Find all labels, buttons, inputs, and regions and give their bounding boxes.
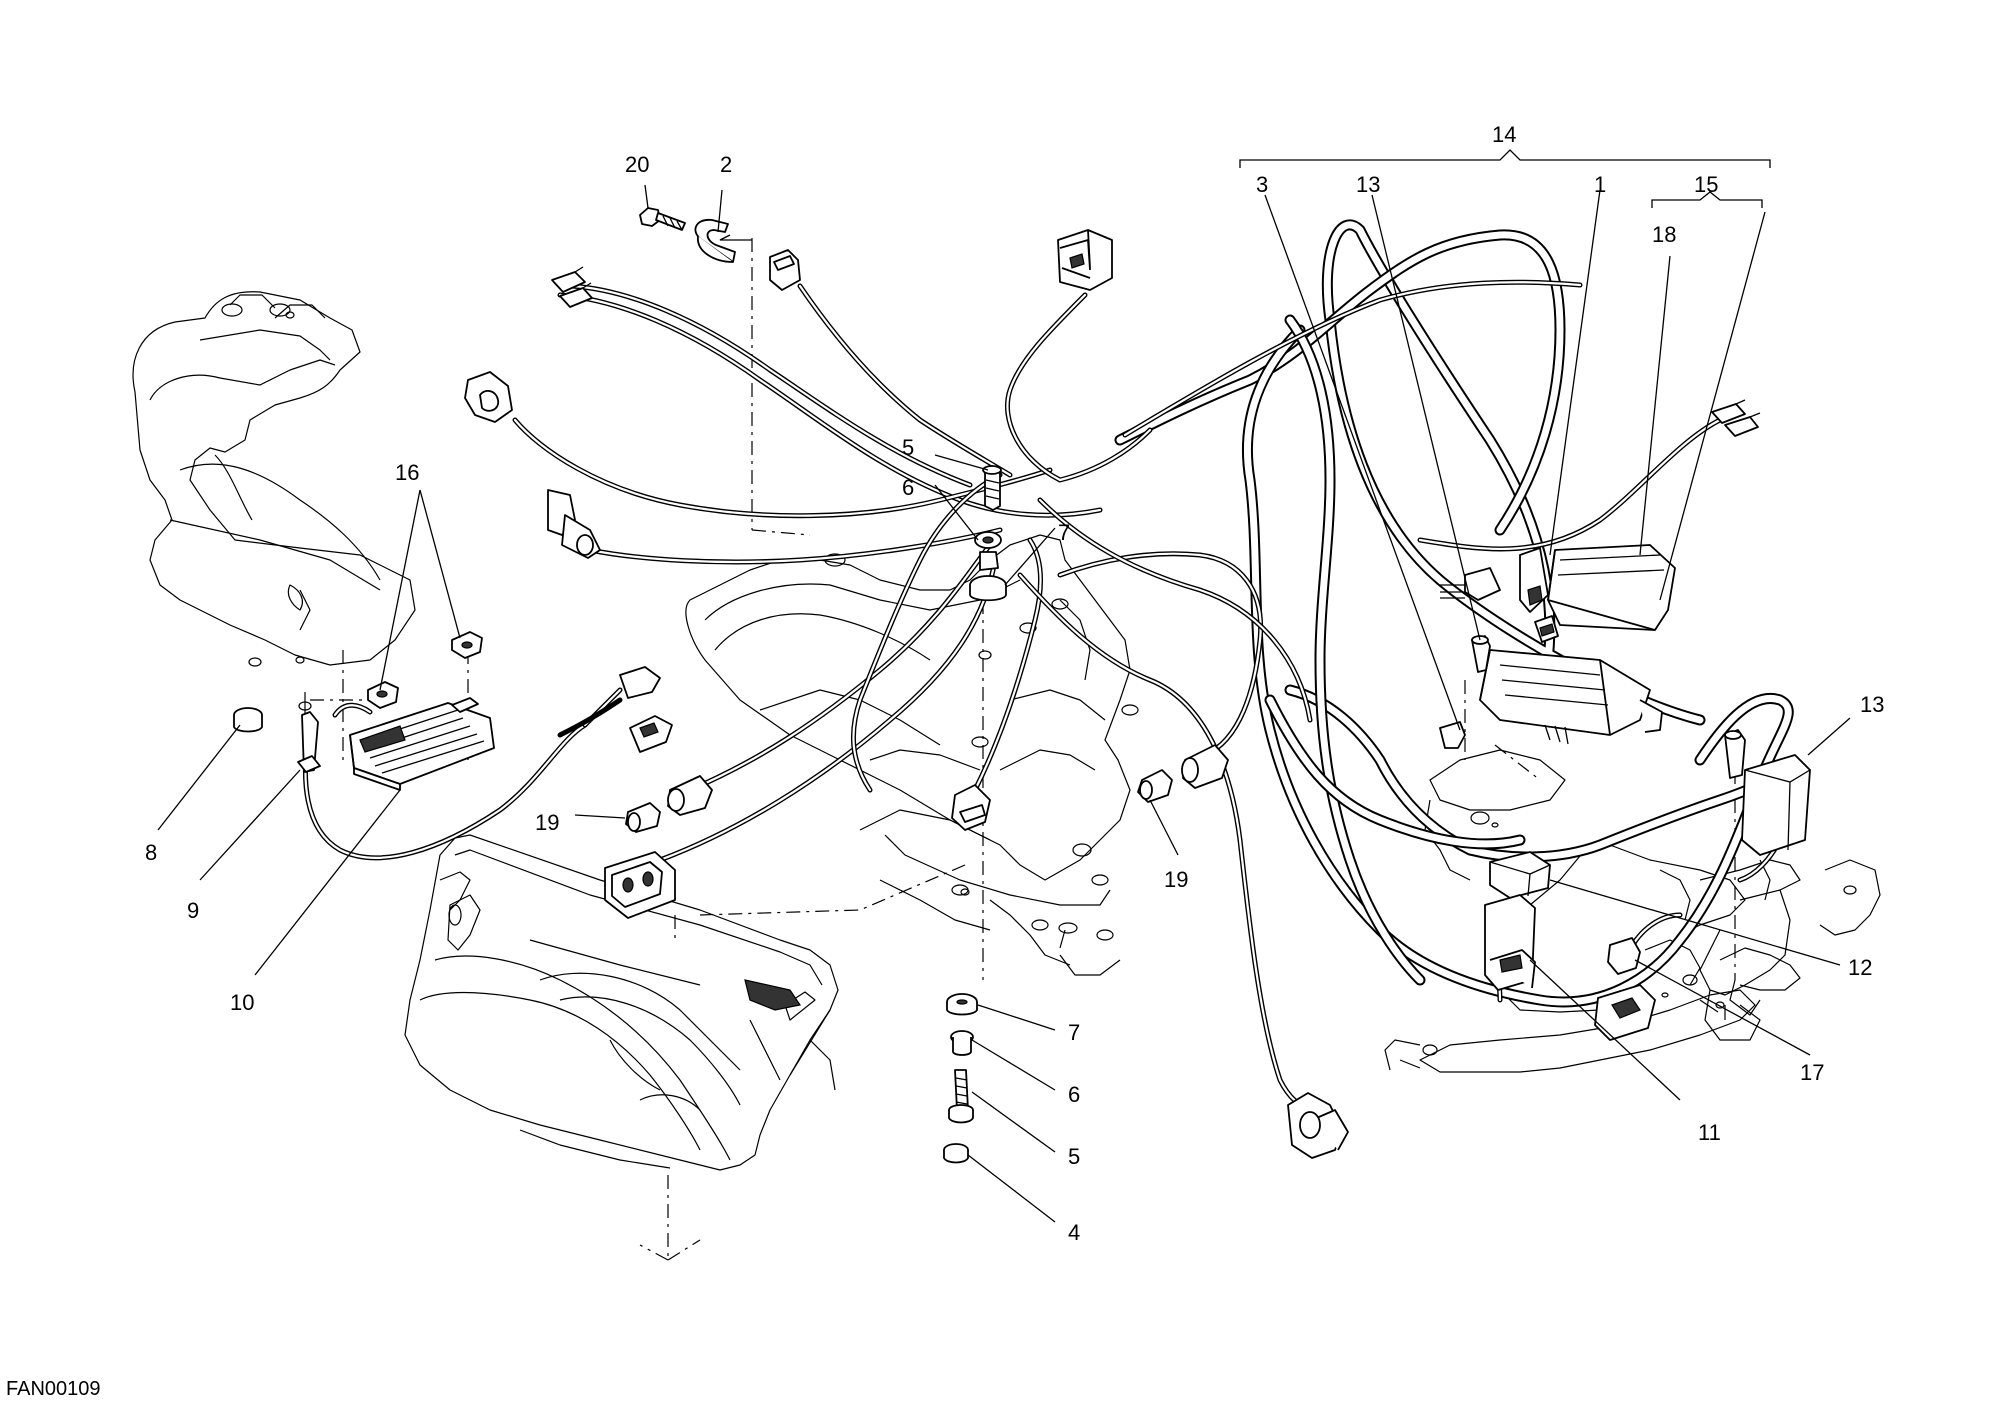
bullet-connector-19-left xyxy=(625,802,661,833)
rivet-3 xyxy=(1439,721,1466,749)
callout-17: 17 xyxy=(1800,1060,1824,1085)
spacer-upper xyxy=(979,551,999,571)
branch-wires xyxy=(302,279,1795,1113)
spade-terminals-left xyxy=(551,266,593,308)
drawing-code: FAN00109 xyxy=(6,1378,101,1400)
relay-12 xyxy=(1489,851,1551,899)
callout-13-top: 13 xyxy=(1356,172,1380,197)
callout-6-upper: 6 xyxy=(902,475,914,500)
fuse-box-base xyxy=(1479,649,1663,745)
callout-10: 10 xyxy=(230,990,254,1015)
connector-13-rear xyxy=(1741,754,1811,856)
screw-13-upper xyxy=(1471,635,1491,673)
bolt-5-lower xyxy=(948,1069,974,1124)
connector-17 xyxy=(1607,937,1641,975)
three-pin-connector-left xyxy=(464,371,513,423)
screw-13-rear xyxy=(1724,729,1746,779)
callout-15: 15 xyxy=(1694,172,1718,197)
callout-19-left: 19 xyxy=(535,810,559,835)
callout-4: 4 xyxy=(1068,1220,1080,1245)
washer-6-lower xyxy=(950,1030,974,1056)
fuse-connector-small xyxy=(1440,567,1501,601)
callout-6-lower: 6 xyxy=(1068,1082,1080,1107)
multi-pin-connector-top xyxy=(1057,229,1113,291)
spade-terminals-right xyxy=(1711,399,1761,437)
callout-2: 2 xyxy=(720,152,732,177)
callout-13-right: 13 xyxy=(1860,692,1884,717)
callout-8: 8 xyxy=(145,840,157,865)
callout-5-upper: 5 xyxy=(902,435,914,460)
headlight-bracket-outline xyxy=(132,291,416,730)
main-harness-bundle xyxy=(1114,219,1796,1008)
callout-9: 9 xyxy=(187,898,199,923)
callout-7-upper: 7 xyxy=(1058,520,1070,545)
callout-1: 1 xyxy=(1594,172,1606,197)
bolt-5-upper xyxy=(982,465,1002,511)
brace-14 xyxy=(1239,149,1771,168)
clamp-2 xyxy=(694,219,736,263)
callout-20: 20 xyxy=(625,152,649,177)
nut-4 xyxy=(943,1143,969,1164)
clip-nut-16-right xyxy=(451,631,483,659)
callout-18: 18 xyxy=(1652,222,1676,247)
grommet-7-upper xyxy=(969,575,1007,602)
bolt-9 xyxy=(297,711,321,773)
callout-19-right: 19 xyxy=(1164,867,1188,892)
headlight-connector xyxy=(604,851,676,919)
grommet-7-lower xyxy=(946,993,978,1016)
leader-lines xyxy=(157,184,1851,1223)
round-connector-left xyxy=(547,489,601,559)
relay-11 xyxy=(1484,894,1536,991)
socket-connector-bottom xyxy=(1287,1092,1349,1159)
callout-12: 12 xyxy=(1848,955,1872,980)
bullet-connector-left-mid xyxy=(667,775,713,816)
washer-6-upper xyxy=(974,531,1002,549)
rubber-holder-rear xyxy=(1594,984,1656,1041)
fuse-box-cover-18 xyxy=(1547,544,1676,631)
bolt-20 xyxy=(639,207,686,231)
round-connector-right-mid xyxy=(1181,744,1229,789)
callout-labels: 20 2 14 3 13 1 15 18 5 6 7 16 8 9 10 19 … xyxy=(145,122,1884,1245)
clip-nut-16-left xyxy=(367,681,399,709)
fairing-frame-outline xyxy=(685,534,1139,976)
callout-7-lower: 7 xyxy=(1068,1020,1080,1045)
brace-15 xyxy=(1651,191,1763,208)
grommet-8 xyxy=(233,707,263,733)
callout-3: 3 xyxy=(1256,172,1268,197)
bullet-connector-mid xyxy=(951,784,991,831)
callout-16: 16 xyxy=(395,460,419,485)
fuse-holder-1 xyxy=(1519,547,1549,613)
connector-pair-rectifier xyxy=(619,666,673,753)
two-pin-connector xyxy=(769,249,801,291)
alignment-lines xyxy=(310,238,1736,1261)
headlight-assembly xyxy=(404,834,839,1171)
callout-14: 14 xyxy=(1492,122,1516,147)
bullet-connector-19-right xyxy=(1137,769,1173,803)
fuse-15 xyxy=(1534,615,1559,643)
callout-5-lower: 5 xyxy=(1068,1144,1080,1169)
callout-11: 11 xyxy=(1698,1120,1721,1145)
